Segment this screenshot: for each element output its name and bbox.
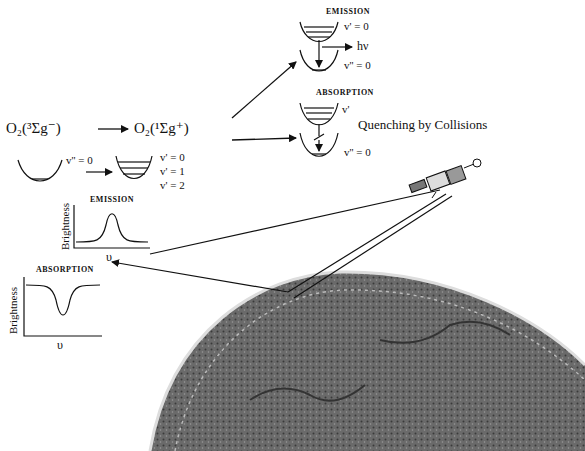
axis-label: Brightness — [8, 287, 19, 334]
emission-graph — [74, 205, 150, 248]
state-arrows — [98, 62, 296, 140]
level-label: v' = 0 — [344, 21, 369, 32]
earth-band — [175, 290, 585, 451]
level-label: v'' = 0 — [344, 147, 371, 158]
axis-label: υ — [57, 339, 63, 351]
process-note: Quenching by Collisions — [358, 118, 487, 131]
ground-wells — [18, 156, 152, 181]
section-heading: ABSORPTION — [316, 89, 374, 97]
graph-title: EMISSION — [90, 196, 134, 204]
earth — [150, 272, 585, 451]
earth-limb — [150, 272, 585, 451]
level-label: v' = 0 — [160, 152, 185, 163]
axis-label: Brightness — [60, 203, 71, 250]
state-formula: O₂(¹Σg⁺) — [134, 121, 189, 136]
satellite — [409, 159, 481, 198]
level-label: v'' = 0 — [66, 155, 93, 166]
graph-title: ABSORPTION — [36, 266, 94, 274]
state-formula: O₂(³Σg⁻) — [6, 121, 61, 136]
sight-lines — [112, 190, 452, 298]
absorption-wells — [300, 103, 338, 156]
terrain — [250, 322, 510, 401]
level-label: v'' = 0 — [344, 60, 371, 71]
level-label: v' — [342, 104, 349, 115]
level-label: v' = 1 — [160, 166, 185, 177]
absorption-graph — [24, 277, 102, 336]
section-heading: EMISSION — [326, 8, 370, 16]
photon-label: hν — [357, 40, 368, 52]
level-label: v' = 2 — [160, 180, 185, 191]
axis-label: υ — [106, 251, 112, 263]
